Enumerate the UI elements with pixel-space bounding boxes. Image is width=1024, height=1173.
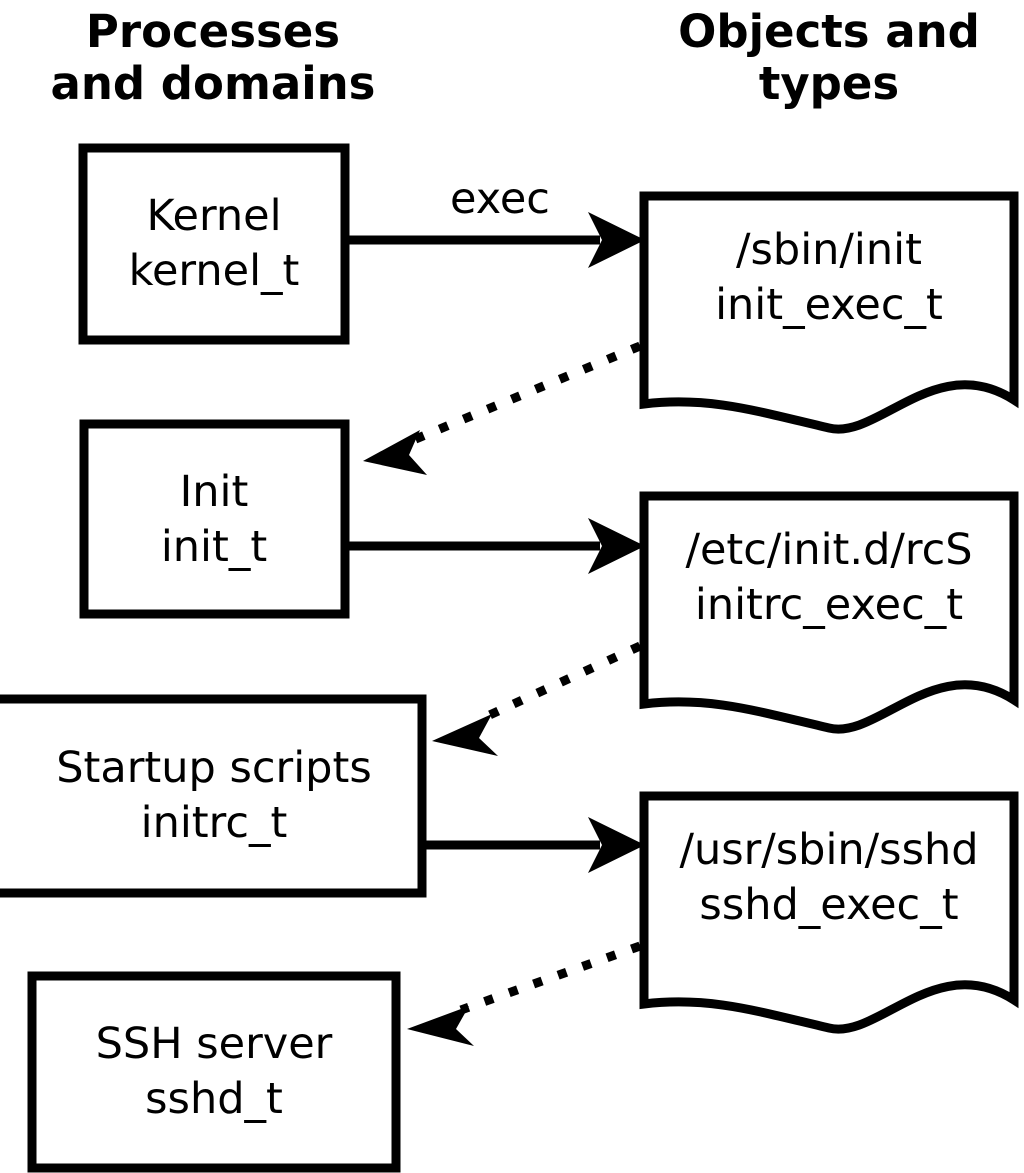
node-sshd[interactable]: SSH server sshd_t <box>27 971 401 1173</box>
arrow-head <box>432 714 498 756</box>
node-init-exec[interactable]: /sbin/init init_exec_t <box>639 191 1019 434</box>
node-initrc-line1: Startup scripts <box>56 743 372 793</box>
column-header-objects: Objects and types <box>678 5 980 110</box>
node-init[interactable]: Init init_t <box>79 419 350 619</box>
node-init-box[interactable] <box>79 419 350 619</box>
arrow-head <box>588 518 645 574</box>
node-initrc-box[interactable] <box>0 694 427 898</box>
edge-init-exec-transition-init <box>363 341 642 475</box>
node-sshd-exec-line2: sshd_exec_t <box>699 880 958 930</box>
column-header-objects-line2: types <box>759 57 899 110</box>
arrow-head <box>588 817 645 873</box>
arrow-head <box>588 212 645 268</box>
node-kernel-box[interactable] <box>78 143 350 345</box>
node-kernel-line2: kernel_t <box>129 246 300 296</box>
edge-line <box>459 941 642 1015</box>
edge-initrc-exec-sshd-exec <box>426 817 645 873</box>
node-init-exec-line2: init_exec_t <box>715 280 943 330</box>
column-header-processes: Processes and domains <box>51 5 376 110</box>
node-initrc-line2: initrc_t <box>141 798 288 848</box>
node-kernel[interactable]: Kernel kernel_t <box>78 143 350 345</box>
edge-line <box>404 341 642 448</box>
node-initrc-exec[interactable]: /etc/init.d/rcS initrc_exec_t <box>639 491 1019 734</box>
node-sshd-box[interactable] <box>27 971 401 1173</box>
node-initrc-exec-line2: initrc_exec_t <box>695 580 963 630</box>
node-initrc[interactable]: Startup scripts initrc_t <box>0 694 427 898</box>
edge-initrc-exec-transition-initrc <box>432 641 642 756</box>
node-init-exec-line1: /sbin/init <box>736 225 922 275</box>
node-init-exec-doc[interactable] <box>639 191 1019 434</box>
edge-line <box>481 641 642 723</box>
edge-kernel-exec-init-exec: exec <box>349 174 645 268</box>
node-init-line2: init_t <box>161 522 267 572</box>
arrow-head <box>363 430 427 475</box>
edge-sshd-exec-transition-sshd <box>407 941 642 1046</box>
edge-init-exec-initrc-exec <box>349 518 645 574</box>
arrow-head <box>407 1006 474 1046</box>
node-init-line1: Init <box>180 467 249 517</box>
column-header-objects-line1: Objects and <box>678 5 980 58</box>
node-sshd-line2: sshd_t <box>145 1074 283 1124</box>
edge-label-exec: exec <box>450 174 550 224</box>
node-initrc-exec-doc[interactable] <box>639 491 1019 734</box>
column-header-processes-line2: and domains <box>51 57 376 110</box>
node-initrc-exec-line1: /etc/init.d/rcS <box>685 525 972 575</box>
node-kernel-line1: Kernel <box>146 191 281 241</box>
column-header-processes-line1: Processes <box>86 5 340 58</box>
node-sshd-exec[interactable]: /usr/sbin/sshd sshd_exec_t <box>639 791 1019 1034</box>
node-sshd-line1: SSH server <box>96 1019 333 1069</box>
node-sshd-exec-doc[interactable] <box>639 791 1019 1034</box>
node-sshd-exec-line1: /usr/sbin/sshd <box>679 825 978 875</box>
